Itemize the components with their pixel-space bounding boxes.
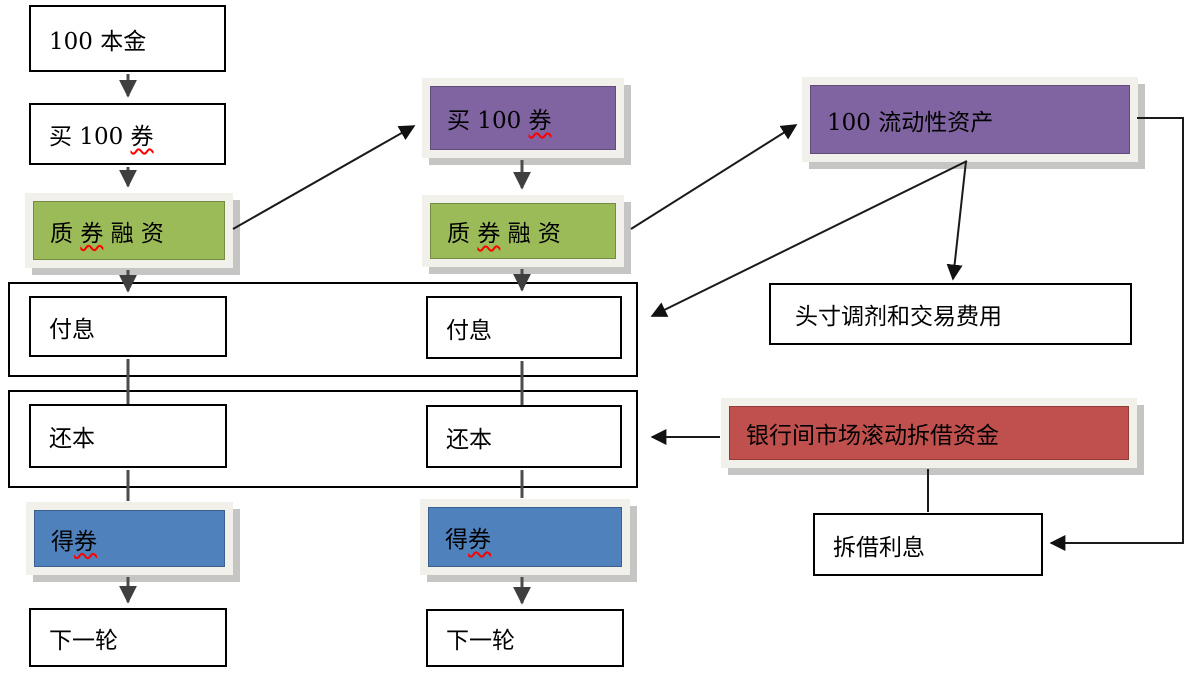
misspelled-word: 券: [130, 124, 154, 150]
misspelled-word: 券: [74, 528, 97, 555]
flow-box-label: 头寸调剂和交易费用: [795, 304, 1002, 330]
misspelled-word: 券: [80, 220, 104, 247]
flow-box-label: 还本: [49, 426, 95, 452]
arrow-pledge-left-to-buy-mid: [232, 125, 416, 230]
flow-box-label: 100 流动性资产: [810, 85, 1130, 154]
flow-box-pay-interest-mid: 付息: [426, 296, 622, 359]
flow-box-label: 质 券 融 资: [33, 201, 225, 260]
flow-box-label: 买 100 券: [430, 86, 616, 150]
flow-box-label: 付息: [446, 317, 492, 344]
flow-box-interbank-rolling-funds: 银行间市场滚动拆借资金: [721, 398, 1137, 468]
flow-box-label: 下一轮: [49, 627, 118, 654]
pay-interest-row-container: [8, 282, 638, 377]
misspelled-word: 券: [477, 221, 501, 247]
flow-box-label: 付息: [49, 316, 95, 343]
flow-box-buy-bonds-mid: 买 100 券: [422, 78, 624, 158]
flow-box-label: 买 100 券: [49, 124, 154, 150]
flow-box-pledge-financing-left: 质 券 融 资: [25, 193, 233, 268]
flow-box-label: 质 券 融 资: [430, 203, 616, 259]
flow-box-borrowing-interest: 拆借利息: [813, 513, 1043, 576]
arrow-pledge-mid-to-liquid-assets: [630, 124, 798, 230]
misspelled-word: 券: [468, 527, 491, 553]
flow-box-liquid-assets: 100 流动性资产: [802, 77, 1138, 162]
flow-box-label: 拆借利息: [833, 534, 925, 561]
misspelled-word: 券: [528, 108, 552, 134]
flow-box-label: 得券: [428, 507, 622, 567]
flow-box-label: 银行间市场滚动拆借资金: [729, 406, 1129, 460]
flow-box-pay-interest-left: 付息: [29, 296, 227, 357]
flow-box-pledge-financing-mid: 质 券 融 资: [422, 195, 624, 267]
flow-box-repay-principal-left: 还本: [29, 404, 227, 468]
flow-box-label: 还本: [446, 426, 492, 453]
flow-box-get-bond-left: 得券: [26, 502, 233, 575]
flow-box-label: 下一轮: [446, 628, 515, 654]
flow-box-next-round-left: 下一轮: [29, 608, 227, 667]
flow-box-next-round-mid: 下一轮: [426, 609, 624, 667]
flow-box-get-bond-mid: 得券: [420, 499, 630, 575]
flow-box-label: 100 本金: [49, 28, 147, 55]
repay-principal-row-container: [8, 390, 638, 488]
flow-box-repay-principal-mid: 还本: [426, 405, 622, 468]
arrow-liquid-assets-to-position-fees: [946, 160, 967, 281]
flow-box-label: 得券: [34, 510, 225, 567]
flow-box-position-adjustment-fees: 头寸调剂和交易费用: [769, 283, 1132, 345]
flow-box-principal: 100 本金: [29, 5, 226, 72]
flow-box-buy-bonds-left: 买 100 券: [29, 103, 226, 165]
